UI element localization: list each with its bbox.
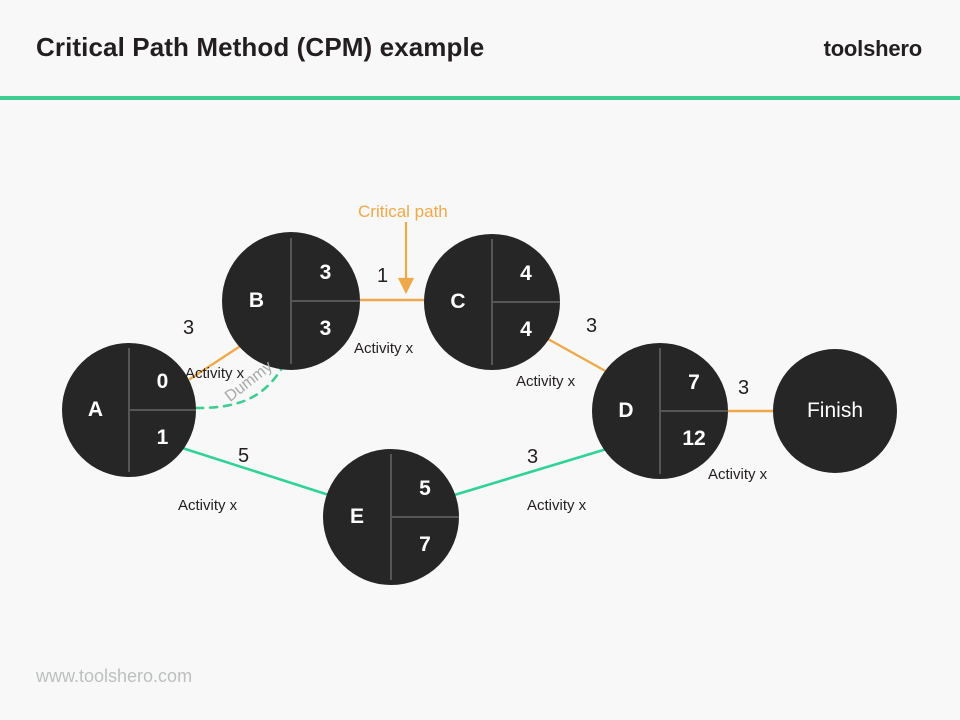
edge-name-e-d: Activity x [527,497,587,514]
node-d-divider-horizontal [660,410,728,412]
node-e-divider-horizontal [391,516,459,518]
edge-name-d-finish: Activity x [708,466,768,483]
node-c-late-finish: 4 [520,318,532,341]
edge-weight-e-d: 3 [527,446,539,468]
edge-name-a-e: Activity x [178,497,238,514]
node-d[interactable]: D 7 12 [592,343,728,479]
node-e-late-finish: 7 [419,533,431,556]
header-divider [0,96,960,100]
footer-url: www.toolshero.com [36,666,193,686]
node-a-divider-horizontal [129,409,196,411]
node-b-label: B [248,289,265,312]
node-b-early-start: 3 [319,261,332,284]
node-c-label: C [450,290,466,313]
node-e-label: E [349,505,364,528]
node-a[interactable]: A 0 1 [62,343,196,477]
edge-name-c-d: Activity x [516,373,576,390]
edge-weight-a-b: 3 [183,317,195,339]
node-e[interactable]: E 5 7 [323,449,459,585]
edge-weight-a-e: 5 [238,445,250,467]
node-d-label: D [618,399,634,422]
edge-a-b [188,343,244,381]
node-d-late-finish: 12 [682,427,706,450]
node-b[interactable]: B 3 3 [222,232,360,370]
node-c[interactable]: C 4 4 [424,234,560,370]
cpm-network-diagram: Critical path A 0 1 B 3 3 C 4 4 D [0,100,960,720]
critical-path-annotation: Critical path [358,202,448,221]
node-b-divider-horizontal [291,300,360,302]
node-a-early-start: 0 [156,370,169,393]
edge-weight-d-finish: 3 [738,377,750,399]
node-d-early-start: 7 [688,371,700,394]
page-title: Critical Path Method (CPM) example [36,32,485,62]
edge-weight-c-d: 3 [586,315,598,337]
edge-a-e [174,444,334,498]
node-finish-label: Finish [806,399,864,422]
node-a-label: A [87,398,104,421]
node-finish[interactable]: Finish [773,349,897,473]
node-b-late-finish: 3 [319,317,332,340]
node-a-late-finish: 1 [156,426,169,449]
node-e-early-start: 5 [419,477,431,500]
edge-dummy-a-b [194,366,284,410]
edge-c-d [546,337,611,375]
node-c-divider-horizontal [492,301,560,303]
edge-e-d [449,446,612,498]
edge-weight-b-c: 1 [377,265,389,287]
node-c-early-start: 4 [520,262,532,285]
edge-name-b-c: Activity x [354,340,414,357]
edge-name-a-b: Activity x [185,365,245,382]
edges-layer [174,222,775,498]
slide-header: Critical Path Method (CPM) example tools… [0,0,960,100]
brand-logo: toolshero [823,36,923,61]
